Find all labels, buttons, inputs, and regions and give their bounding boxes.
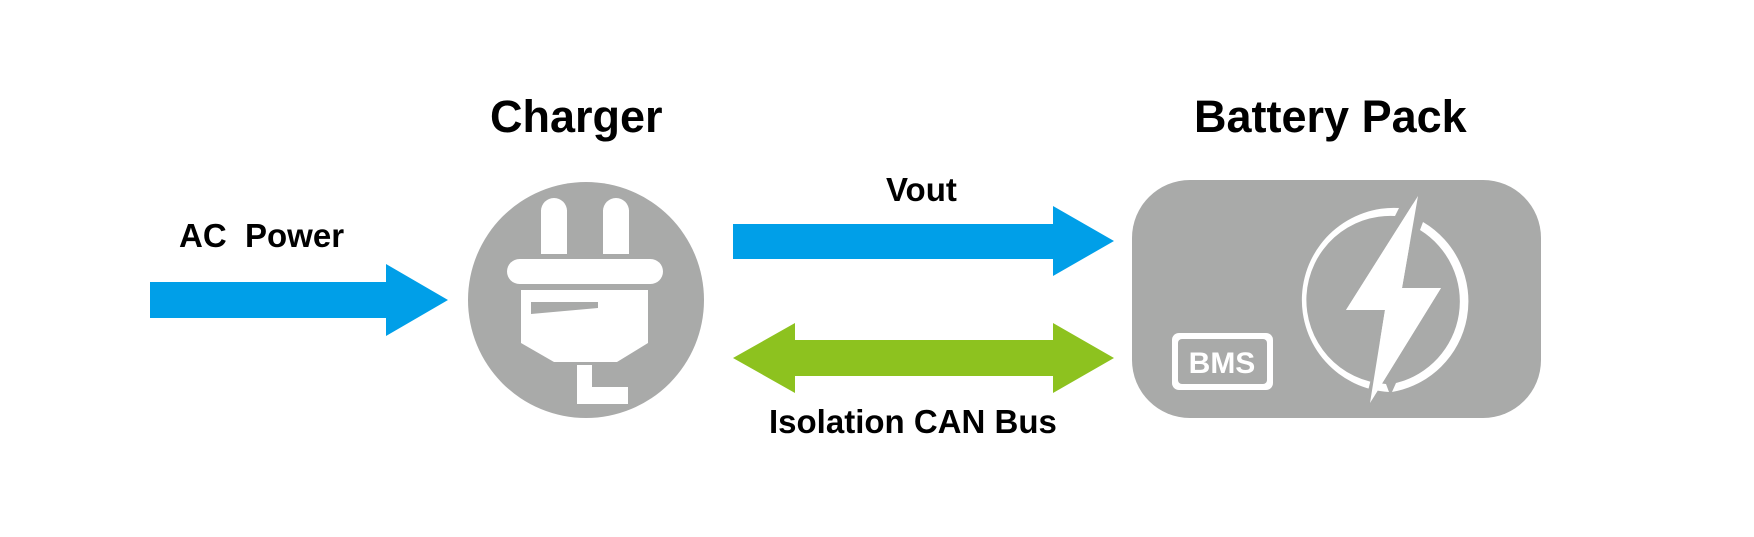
- battery-pack-icon: BMS: [1132, 180, 1541, 418]
- can-bus-label: Isolation CAN Bus: [769, 403, 1057, 440]
- ac-power-label: AC Power: [179, 217, 345, 254]
- bms-label: BMS: [1189, 347, 1256, 380]
- ac-power-arrow: [150, 264, 448, 336]
- battery-pack-title: Battery Pack: [1194, 91, 1467, 142]
- charger-title: Charger: [490, 91, 663, 142]
- vout-arrow: [733, 206, 1114, 276]
- can-bus-arrow: [733, 323, 1114, 393]
- vout-label: Vout: [886, 171, 957, 208]
- plug-icon: [468, 182, 704, 418]
